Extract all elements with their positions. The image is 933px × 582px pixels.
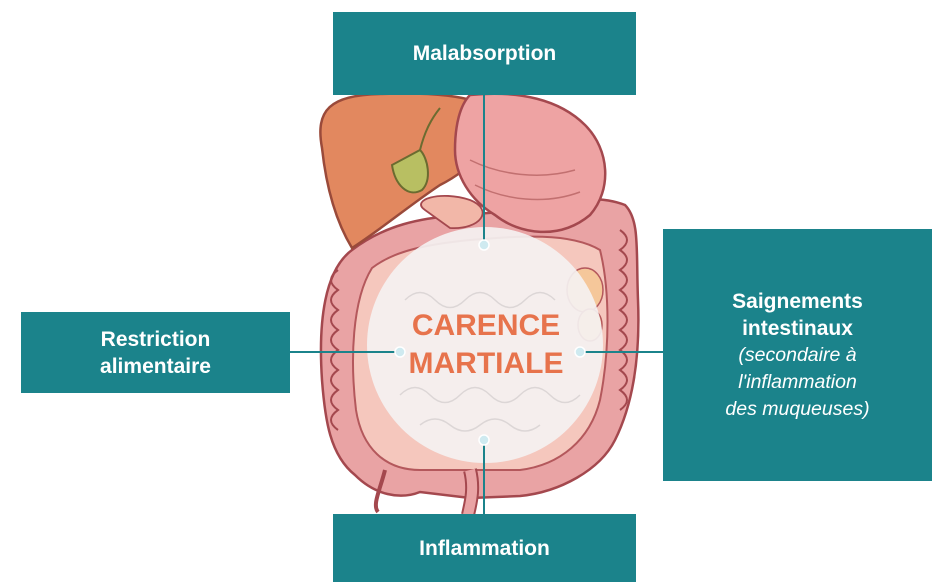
- inflammation-label: Inflammation: [419, 535, 550, 562]
- bleeding-label-line2: intestinaux: [742, 315, 853, 342]
- restriction-label-line1: Restriction: [101, 326, 211, 353]
- bleeding-note-line1: (secondaire à: [738, 342, 856, 369]
- malabsorption-label: Malabsorption: [413, 40, 557, 67]
- bleeding-label-line1: Saignements: [732, 288, 863, 315]
- restriction-box: Restriction alimentaire: [21, 312, 290, 393]
- bleeding-note-line2: l'inflammation: [738, 369, 857, 396]
- center-label: CARENCE MARTIALE: [380, 300, 592, 390]
- restriction-label-line2: alimentaire: [100, 353, 211, 380]
- bleeding-box: Saignements intestinaux (secondaire à l'…: [663, 229, 932, 481]
- bleeding-note-line3: des muqueuses): [725, 396, 869, 423]
- malabsorption-box: Malabsorption: [333, 12, 636, 95]
- inflammation-box: Inflammation: [333, 514, 636, 582]
- center-label-line2: MARTIALE: [409, 345, 564, 383]
- connector-dot-top: [479, 240, 489, 250]
- connector-dot-bottom: [479, 435, 489, 445]
- center-label-line1: CARENCE: [412, 307, 560, 345]
